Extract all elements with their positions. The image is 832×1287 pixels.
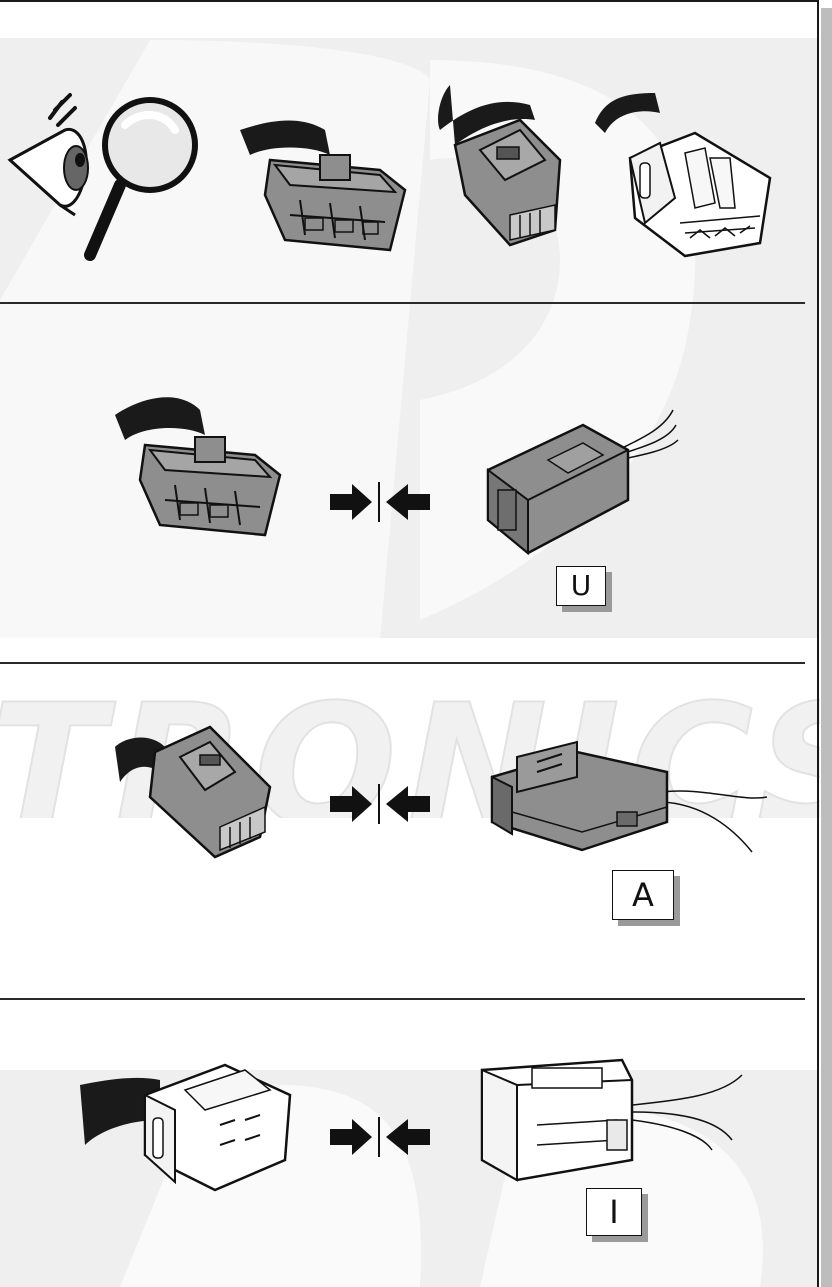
section-divider-1 <box>0 302 805 304</box>
push-together-arrows-2 <box>330 782 430 826</box>
connector-gray-plug-2 <box>110 712 280 862</box>
push-together-arrows-1 <box>330 480 430 524</box>
connector-label-u: U <box>556 566 606 606</box>
connector-gray-latched-a <box>482 742 772 862</box>
connector-gray-receptacle-u <box>478 405 688 565</box>
connector-label-a: A <box>612 870 674 920</box>
connector-label-i: I <box>586 1188 642 1236</box>
section-divider-3 <box>0 998 805 1000</box>
connector-white-latched-2 <box>75 1050 305 1200</box>
section-divider-2 <box>0 662 805 664</box>
magnifier-icon <box>80 90 210 270</box>
push-together-arrows-3 <box>330 1115 430 1159</box>
connector-gray-latched-1 <box>230 100 420 260</box>
connector-gray-latched-2 <box>105 385 295 545</box>
connector-white-receptacle-i <box>472 1050 762 1190</box>
frame-shadow <box>821 8 832 1287</box>
connector-white-latched-1 <box>585 78 785 258</box>
connector-gray-plug <box>425 75 585 260</box>
